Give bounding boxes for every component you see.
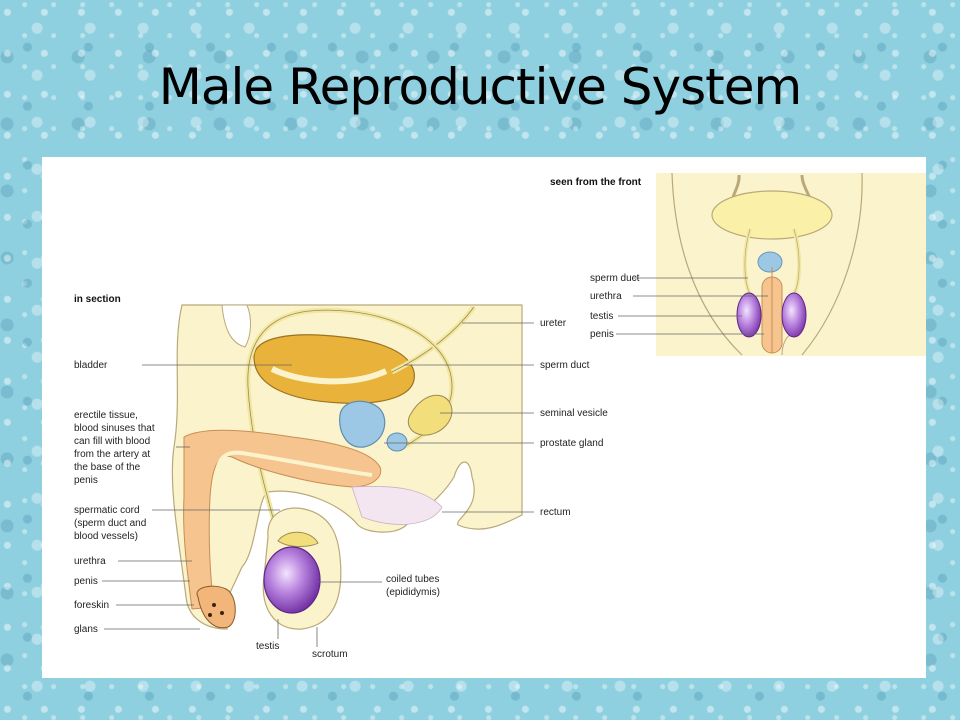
anatomy-diagram: seen from the front sperm duct urethra t…: [74, 172, 926, 660]
label-penis: penis: [74, 576, 98, 587]
anatomy-figure: seen from the front sperm duct urethra t…: [42, 157, 926, 678]
section-seminal-vesicle: [407, 394, 453, 436]
label-coiled-tubes-1: coiled tubes: [386, 574, 439, 585]
front-label-urethra: urethra: [590, 291, 622, 302]
section-view-heading: in section: [74, 294, 121, 305]
label-bladder: bladder: [74, 360, 108, 371]
section-urethra: [211, 450, 373, 610]
front-view: seen from the front sperm duct urethra t…: [550, 172, 926, 356]
front-label-penis: penis: [590, 329, 614, 340]
front-view-heading: seen from the front: [550, 177, 642, 188]
label-rectum: rectum: [540, 507, 571, 518]
label-scrotum: scrotum: [312, 649, 348, 660]
label-sperm-duct: sperm duct: [540, 360, 590, 371]
label-foreskin: foreskin: [74, 600, 109, 611]
label-erectile-tissue-1: erectile tissue,: [74, 410, 138, 421]
front-right-body-outline: [801, 172, 863, 356]
label-erectile-tissue-4: from the artery at: [74, 449, 150, 460]
label-erectile-tissue-6: penis: [74, 475, 98, 486]
front-label-sperm-duct: sperm duct: [590, 273, 640, 284]
section-testis: [263, 546, 321, 614]
label-erectile-tissue-2: blood sinuses that: [74, 423, 155, 434]
section-prostate: [339, 400, 386, 448]
label-ureter: ureter: [540, 318, 567, 329]
section-bladder: [253, 334, 415, 404]
label-erectile-tissue-3: can fill with blood: [74, 436, 150, 447]
section-view: in section: [74, 294, 608, 660]
label-erectile-tissue-5: the base of the: [74, 462, 141, 473]
section-rectum-tissue: [351, 485, 443, 525]
front-left-body-outline: [671, 172, 743, 356]
section-epididymis: [277, 531, 319, 547]
slide-title: Male Reproductive System: [158, 58, 802, 116]
label-testis: testis: [256, 641, 279, 652]
label-spermatic-cord-1: spermatic cord: [74, 505, 140, 516]
label-urethra: urethra: [74, 556, 106, 567]
front-prostate: [757, 251, 783, 273]
section-glans: [196, 585, 236, 629]
label-spermatic-cord-2: (sperm duct and: [74, 518, 146, 529]
front-bladder: [711, 190, 833, 240]
front-testis-right: [781, 292, 807, 338]
label-spermatic-cord-3: blood vessels): [74, 531, 138, 542]
label-prostate-gland: prostate gland: [540, 438, 603, 449]
front-label-testis: testis: [590, 311, 613, 322]
label-seminal-vesicle: seminal vesicle: [540, 408, 608, 419]
label-glans: glans: [74, 624, 98, 635]
label-coiled-tubes-2: (epididymis): [386, 587, 440, 598]
front-testis-left: [736, 292, 762, 338]
